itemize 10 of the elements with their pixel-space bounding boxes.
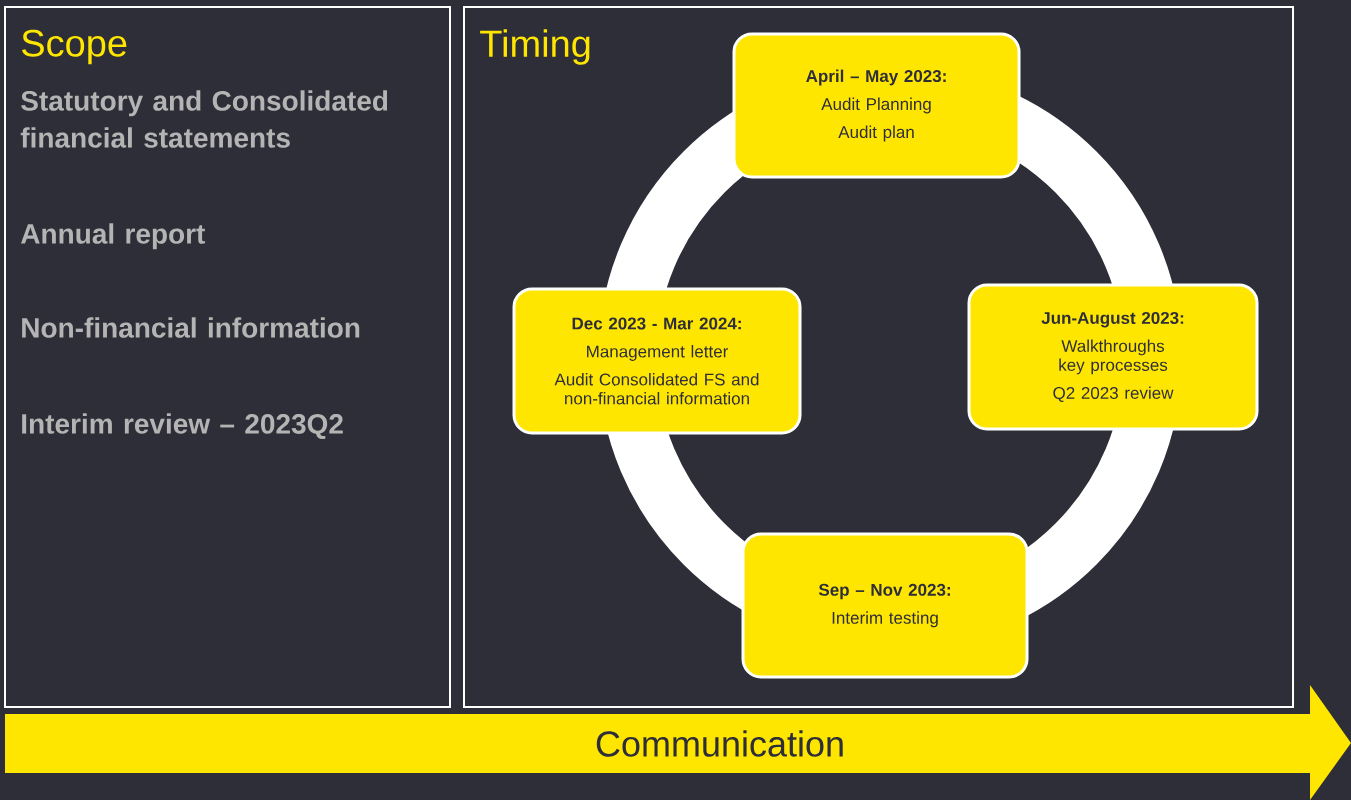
scope-item: Interim review – 2023Q2 xyxy=(22,413,343,440)
panel-heading: Scope xyxy=(22,29,127,65)
timeline-box: Dec 2023 - Mar 2024: Management letter Audit Consolidated FS and non-financial information xyxy=(512,287,802,435)
timeline-box: Jun-August 2023: Walkthroughs key processes Q2 2023 review xyxy=(967,283,1259,431)
scope-item: Statutory and Consolidated financial statements xyxy=(20,90,388,148)
scope-item: Annual report xyxy=(20,223,206,250)
timeline-box: April – May 2023: Audit Planning Audit plan xyxy=(732,32,1021,179)
scope-item: Non-financial information xyxy=(22,317,360,338)
timeline-box: Sep – Nov 2023: Interim testing xyxy=(741,532,1029,679)
panel-heading: Timing xyxy=(480,29,590,65)
